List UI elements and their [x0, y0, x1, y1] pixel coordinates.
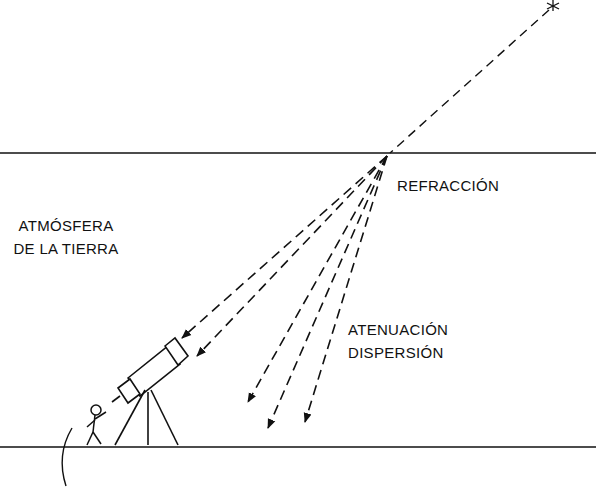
incoming-ray [390, 10, 549, 153]
atmosphere-label: ATMÓSFERA DE LA TIERRA [10, 214, 122, 260]
star [547, 0, 559, 11]
observer [87, 405, 106, 445]
scattered-rays [182, 156, 387, 428]
telescope [112, 338, 188, 445]
ground-line [0, 446, 596, 448]
earth-arc [62, 428, 72, 486]
atmosphere-boundary [0, 152, 596, 154]
refraction-label: REFRACCIÓN [397, 174, 537, 197]
attenuation-label: ATENUACIÓN DISPERSIÓN [348, 318, 466, 364]
